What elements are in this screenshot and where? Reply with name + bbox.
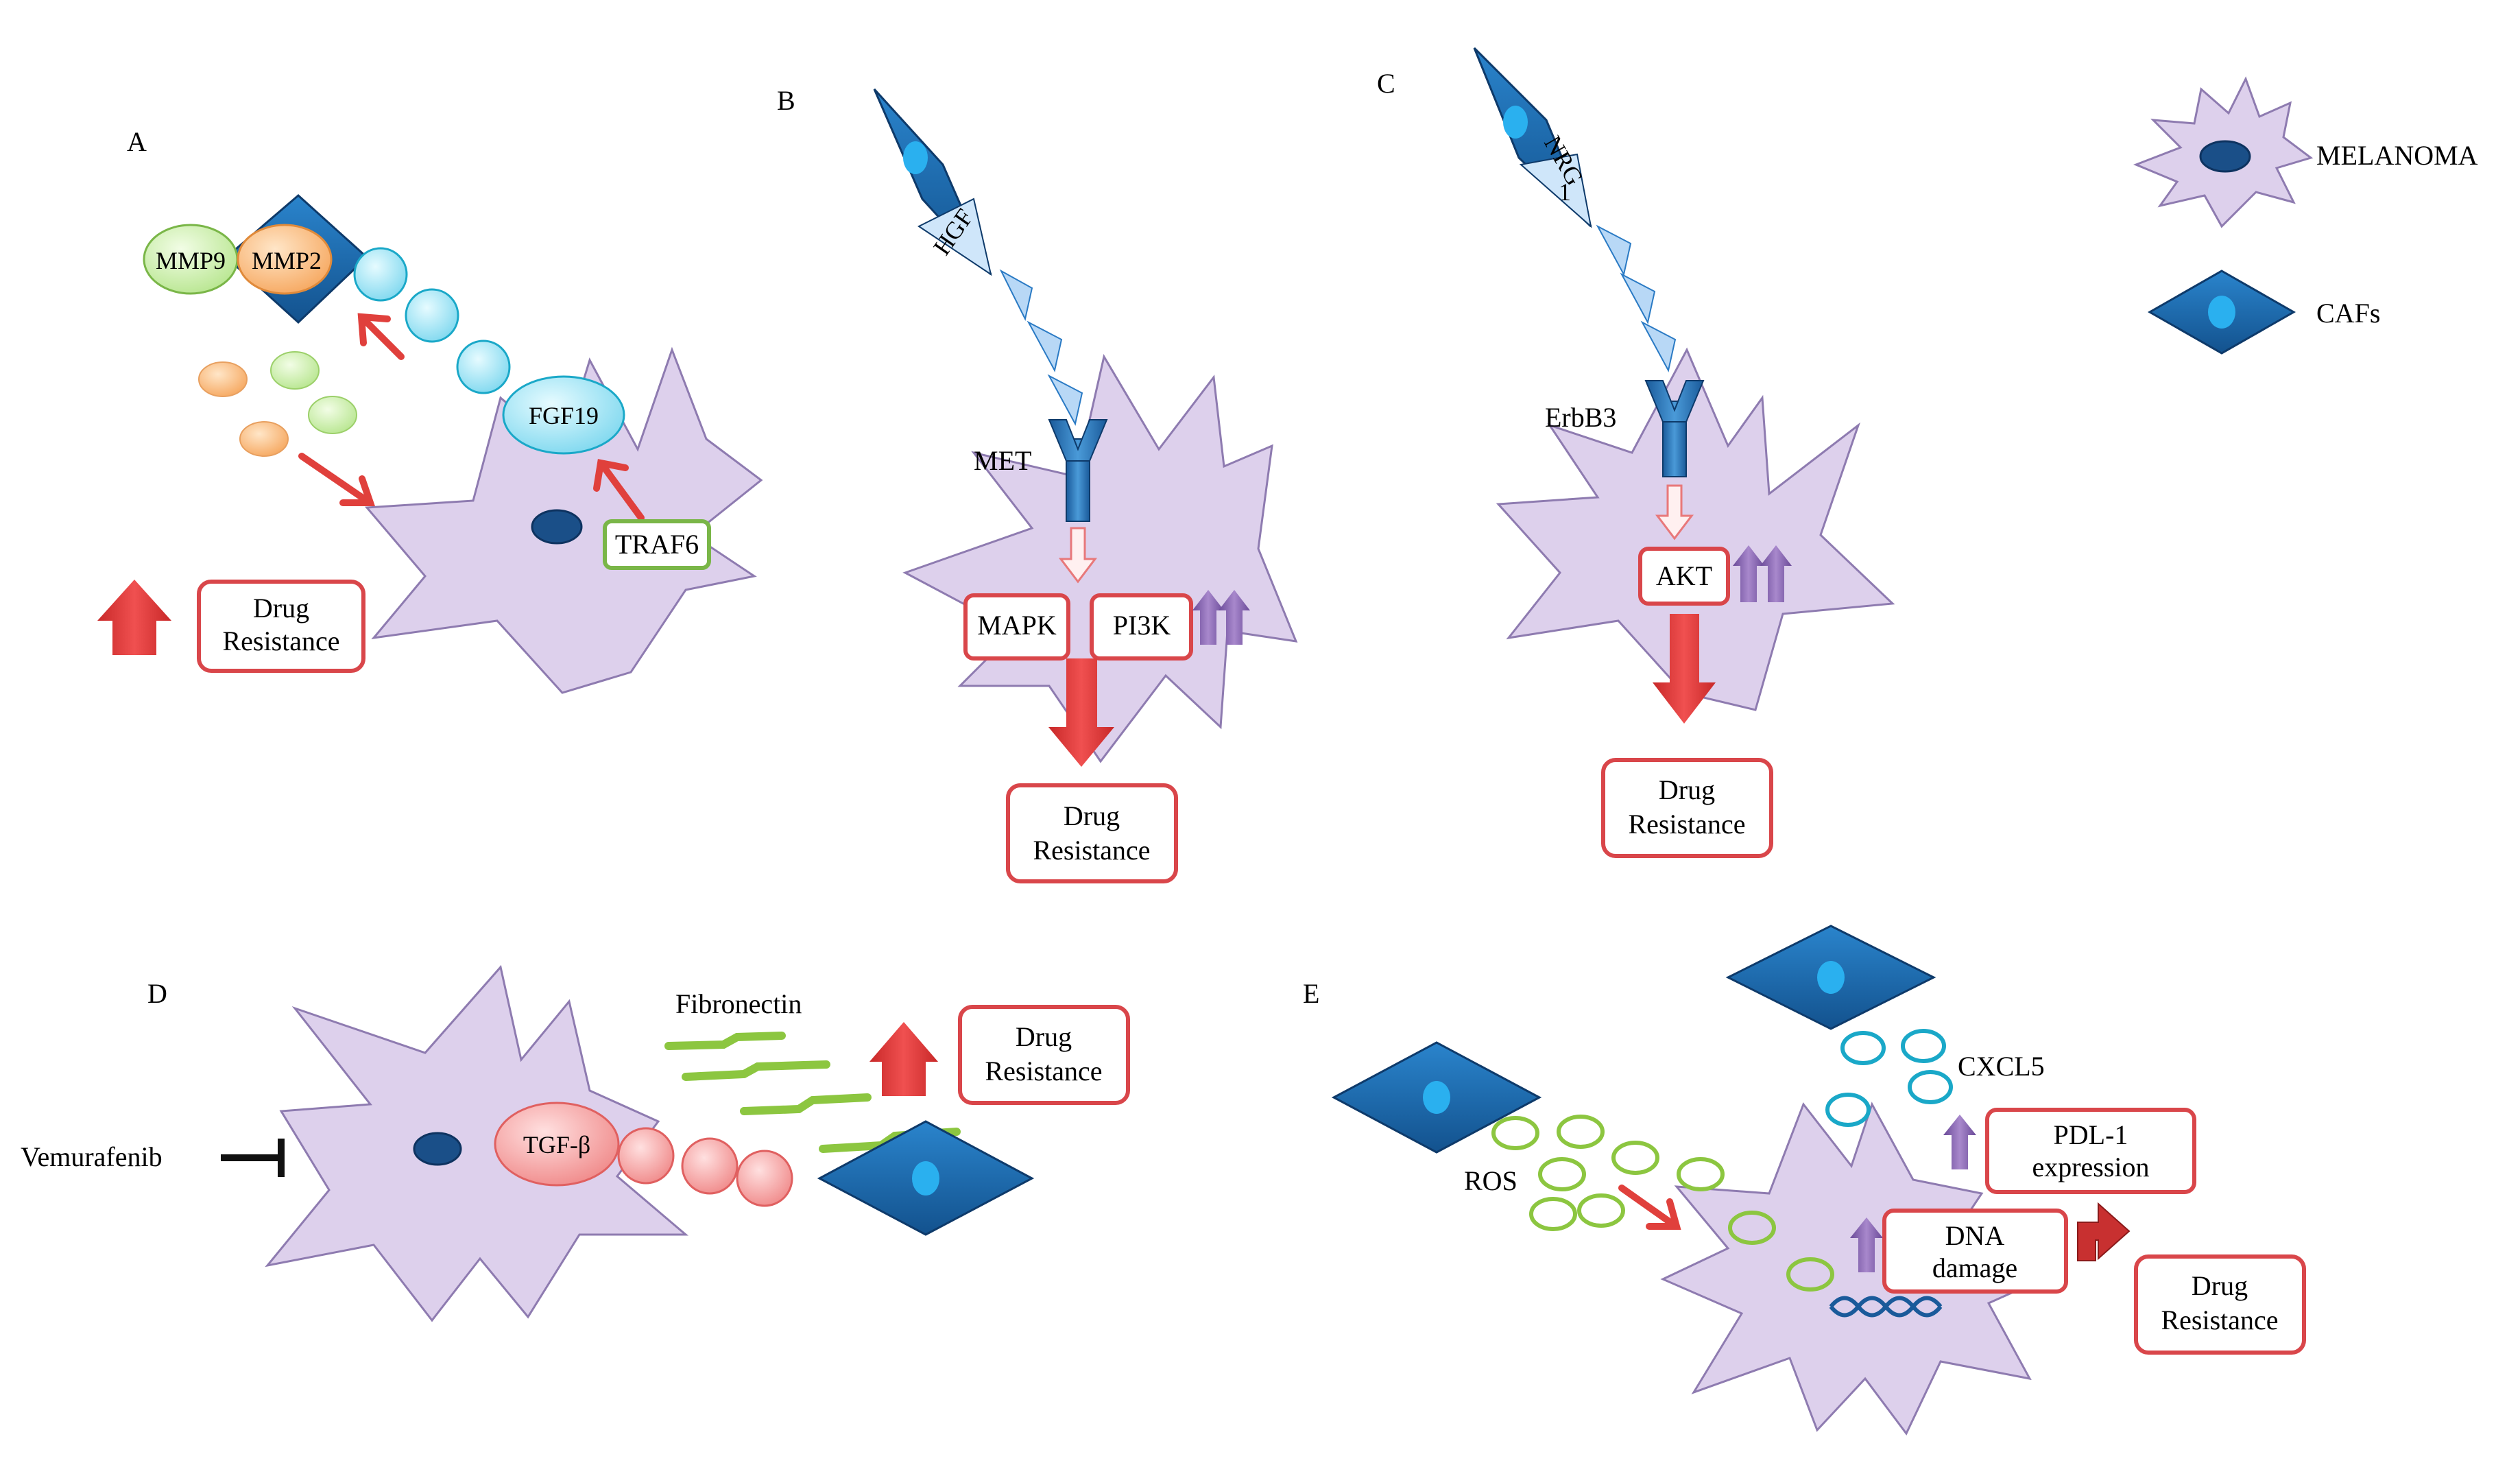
legend-caf-label: CAFs [2316, 298, 2380, 329]
traf6-label: TRAF6 [615, 529, 699, 560]
tgfb-particles [617, 1127, 793, 1207]
dna-label-1: DNA [1945, 1220, 2005, 1251]
red-arrow-ros [1618, 1185, 1681, 1230]
nrg-label-2: 1 [1559, 178, 1571, 206]
drug-resistance-box-d [958, 1005, 1130, 1105]
pink-arrow-b [1058, 527, 1098, 584]
drug-label-a-1: Drug [253, 593, 309, 623]
panel-a-letter: A [127, 126, 147, 157]
drug-down-arrow-c [1653, 614, 1716, 724]
akt-up-arrows [1733, 545, 1792, 602]
legend-caf-nucleus [2208, 296, 2235, 329]
legend: MELANOMA CAFs [2133, 76, 2478, 355]
pink-arrow-c [1655, 484, 1694, 540]
melanoma-cell-c [1496, 347, 1895, 711]
drug-label-d-1: Drug [1016, 1021, 1072, 1052]
panel-c-letter: C [1377, 68, 1395, 99]
pi3k-box [1090, 593, 1193, 661]
tgfb-oval [494, 1102, 620, 1187]
pi3k-label: PI3K [1113, 610, 1171, 641]
pdl1-label-2: expression [2032, 1152, 2149, 1182]
erbb3-receptor [1644, 380, 1705, 477]
legend-melanoma-label: MELANOMA [2316, 140, 2478, 171]
mapk-label: MAPK [977, 610, 1057, 641]
dna-damage-box [1882, 1209, 2068, 1294]
mmp-particles [198, 351, 357, 457]
vemurafenib-label: Vemurafenib [21, 1141, 163, 1172]
drug-resistance-box-c [1601, 758, 1773, 858]
drug-label-c-2: Resistance [1628, 809, 1745, 840]
pi3k-up-arrows [1192, 590, 1250, 645]
drug-up-arrow-d [869, 1022, 938, 1096]
melanoma-cell-d [265, 964, 689, 1322]
bent-red-arrow [2077, 1202, 2131, 1261]
drug-label-e-1: Drug [2192, 1270, 2248, 1301]
dna-up-arrow [1850, 1217, 1883, 1272]
caf-b-nucleus [903, 141, 928, 174]
erbb3-label: ErbB3 [1545, 402, 1616, 433]
panel-a: A MMP9 MMP2 FGF19 [97, 126, 763, 694]
hgf-ligands [999, 269, 1083, 426]
dna-helix-icon [1829, 1296, 1943, 1318]
tgfb-label: TGF-β [523, 1131, 590, 1158]
mmp9-label: MMP9 [156, 247, 226, 274]
drug-label-a-2: Resistance [222, 626, 339, 656]
mapk-box [963, 593, 1070, 661]
akt-label: AKT [1656, 560, 1712, 591]
fgf19-label: FGF19 [529, 402, 599, 429]
red-arrow-to-caf-a [357, 313, 405, 360]
melanoma-nucleus-d [413, 1132, 462, 1166]
nrg1-triangle [1519, 153, 1592, 228]
pdl1-label-1: PDL-1 [2054, 1119, 2128, 1150]
panel-b-letter: B [777, 85, 795, 116]
pdl1-up-arrow [1943, 1115, 1976, 1169]
red-arrow-to-cell-a [298, 453, 375, 506]
panel-e-letter: E [1303, 978, 1319, 1009]
ros-particles [1491, 1115, 1834, 1292]
caf-c-nucleus [1503, 106, 1528, 139]
nrg1-ligands [1596, 224, 1677, 372]
pdl1-box [1985, 1108, 2196, 1194]
ros-label: ROS [1464, 1165, 1517, 1196]
drug-label-e-2: Resistance [2161, 1305, 2278, 1335]
drug-label-c-1: Drug [1659, 774, 1715, 805]
mmp2-oval [237, 224, 333, 295]
caf-e-left-nucleus [1423, 1081, 1450, 1114]
drug-resistance-box-b [1006, 783, 1178, 883]
cxcl5-label: CXCL5 [1958, 1051, 2045, 1082]
drug-up-arrow-a [97, 580, 171, 655]
legend-melanoma-nucleus [2199, 140, 2251, 173]
met-receptor [1048, 419, 1108, 522]
cxcl5-particles [1825, 1029, 1953, 1127]
panel-d-letter: D [147, 978, 167, 1009]
fgf19-particles [353, 247, 511, 394]
hgf-triangle [917, 198, 992, 276]
fibronectin-label: Fibronectin [675, 988, 802, 1019]
panel-e: E CXCL5 ROS [1303, 925, 2306, 1436]
fgf19-oval [502, 375, 625, 455]
panel-b: B HGF MET MAPK PI3K [777, 85, 1298, 883]
drug-label-b-1: Drug [1064, 800, 1120, 831]
vemurafenib-inhibitor [221, 1139, 285, 1177]
caf-d-nucleus [912, 1161, 939, 1196]
drug-resistance-box-e [2134, 1254, 2306, 1355]
drug-down-arrow-b [1048, 658, 1114, 767]
melanoma-cell-b [902, 354, 1298, 763]
caf-e-top-nucleus [1817, 961, 1845, 994]
traf6-box [603, 519, 711, 570]
drug-label-b-2: Resistance [1033, 835, 1150, 866]
dna-label-2: damage [1932, 1252, 2017, 1283]
mmp2-label: MMP2 [252, 247, 322, 274]
drug-label-d-2: Resistance [985, 1056, 1102, 1086]
red-arrow-traf6 [593, 459, 645, 521]
akt-box [1638, 547, 1730, 606]
melanoma-nucleus-a [531, 509, 583, 545]
met-label: MET [974, 445, 1031, 476]
drug-resistance-box-a [197, 580, 365, 673]
panel-c: C NRG 1 ErbB3 AKT Drug Resistance [1377, 47, 1895, 858]
panel-d: D TGF-β Vemurafenib Fibronectin Drug [21, 964, 1130, 1322]
